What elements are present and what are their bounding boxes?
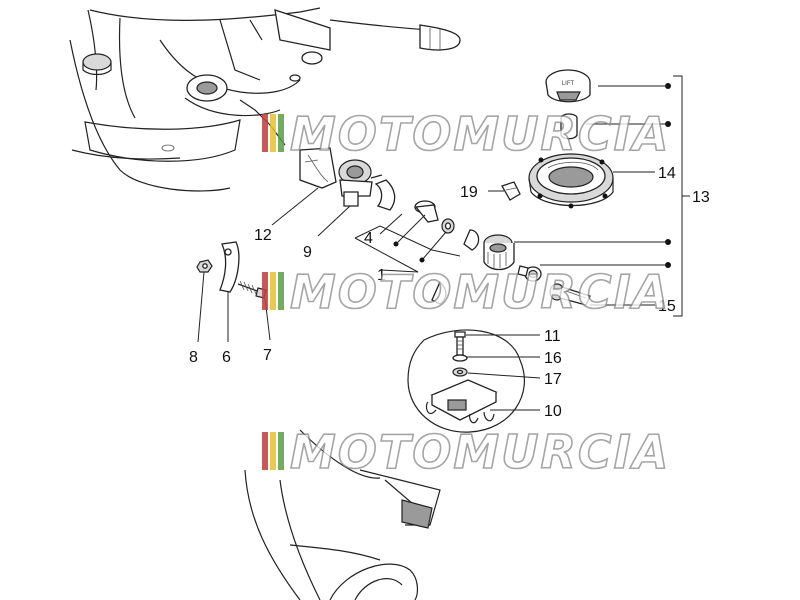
label-part-6: 6: [222, 349, 231, 366]
watermark-text: MOTOMURCIA: [290, 265, 670, 319]
part-9-ignition-switch: [338, 159, 383, 207]
part-lock-cylinder: [483, 234, 515, 271]
label-part-15: 15: [658, 298, 676, 315]
part-lock-washer: [517, 265, 542, 282]
watermark-stripe-red: [262, 432, 268, 470]
watermark-text: MOTOMURCIA: [290, 425, 670, 479]
label-part-10: 10: [544, 403, 562, 420]
label-part-4: 4: [364, 230, 373, 247]
part-19-clip: [501, 181, 521, 201]
label-part-17: 17: [544, 371, 562, 388]
watermark-stripe-green: [278, 114, 284, 152]
watermark-stripe-red: [262, 114, 268, 152]
part-fuel-cap: LIFT: [545, 69, 591, 103]
cap-lift-label: LIFT: [562, 81, 575, 87]
part-7-screw: [237, 280, 267, 299]
watermark-stripe-green: [278, 272, 284, 310]
label-part-9: 9: [303, 244, 312, 261]
part-8-nut: [196, 259, 213, 273]
watermark-text: MOTOMURCIA: [290, 107, 670, 161]
label-part-8: 8: [189, 349, 198, 366]
watermark-stripe-green: [278, 432, 284, 470]
watermark-stripe-yellow: [270, 272, 276, 310]
scooter-front-outline: [69, 7, 461, 192]
label-part-12: 12: [254, 227, 272, 244]
label-part-11: 11: [544, 328, 561, 345]
label-part-13: 13: [692, 189, 710, 206]
scooter-lower-outline: [244, 429, 441, 600]
label-part-16: 16: [544, 350, 562, 367]
part-15-key: [549, 283, 591, 306]
leader-lines: [197, 75, 690, 411]
lower-assembly-callout: [407, 329, 525, 433]
label-part-7: 7: [263, 347, 272, 364]
watermark-stripe-yellow: [270, 114, 276, 152]
label-part-14: 14: [658, 165, 676, 182]
watermark-middle: MOTOMURCIA: [262, 264, 670, 320]
watermark-stripe-yellow: [270, 432, 276, 470]
watermark-top: MOTOMURCIA: [262, 106, 670, 162]
part-6-latch: [219, 241, 240, 293]
part-12-lock-bracket: [299, 147, 337, 189]
label-part-19: 19: [460, 184, 478, 201]
part-cap-spacer: [560, 113, 578, 140]
part-number-labels: 12 9 4 1 8 6 7 14 13 19 15 11 16 17 10: [189, 165, 710, 420]
part-1-leader: [354, 225, 461, 273]
part-4-sleeve: [374, 179, 480, 305]
watermark-stripe-red: [262, 272, 268, 310]
label-part-1: 1: [377, 267, 386, 284]
watermark-bottom: MOTOMURCIA: [262, 424, 670, 480]
part-14-tank-flange: [528, 153, 614, 209]
